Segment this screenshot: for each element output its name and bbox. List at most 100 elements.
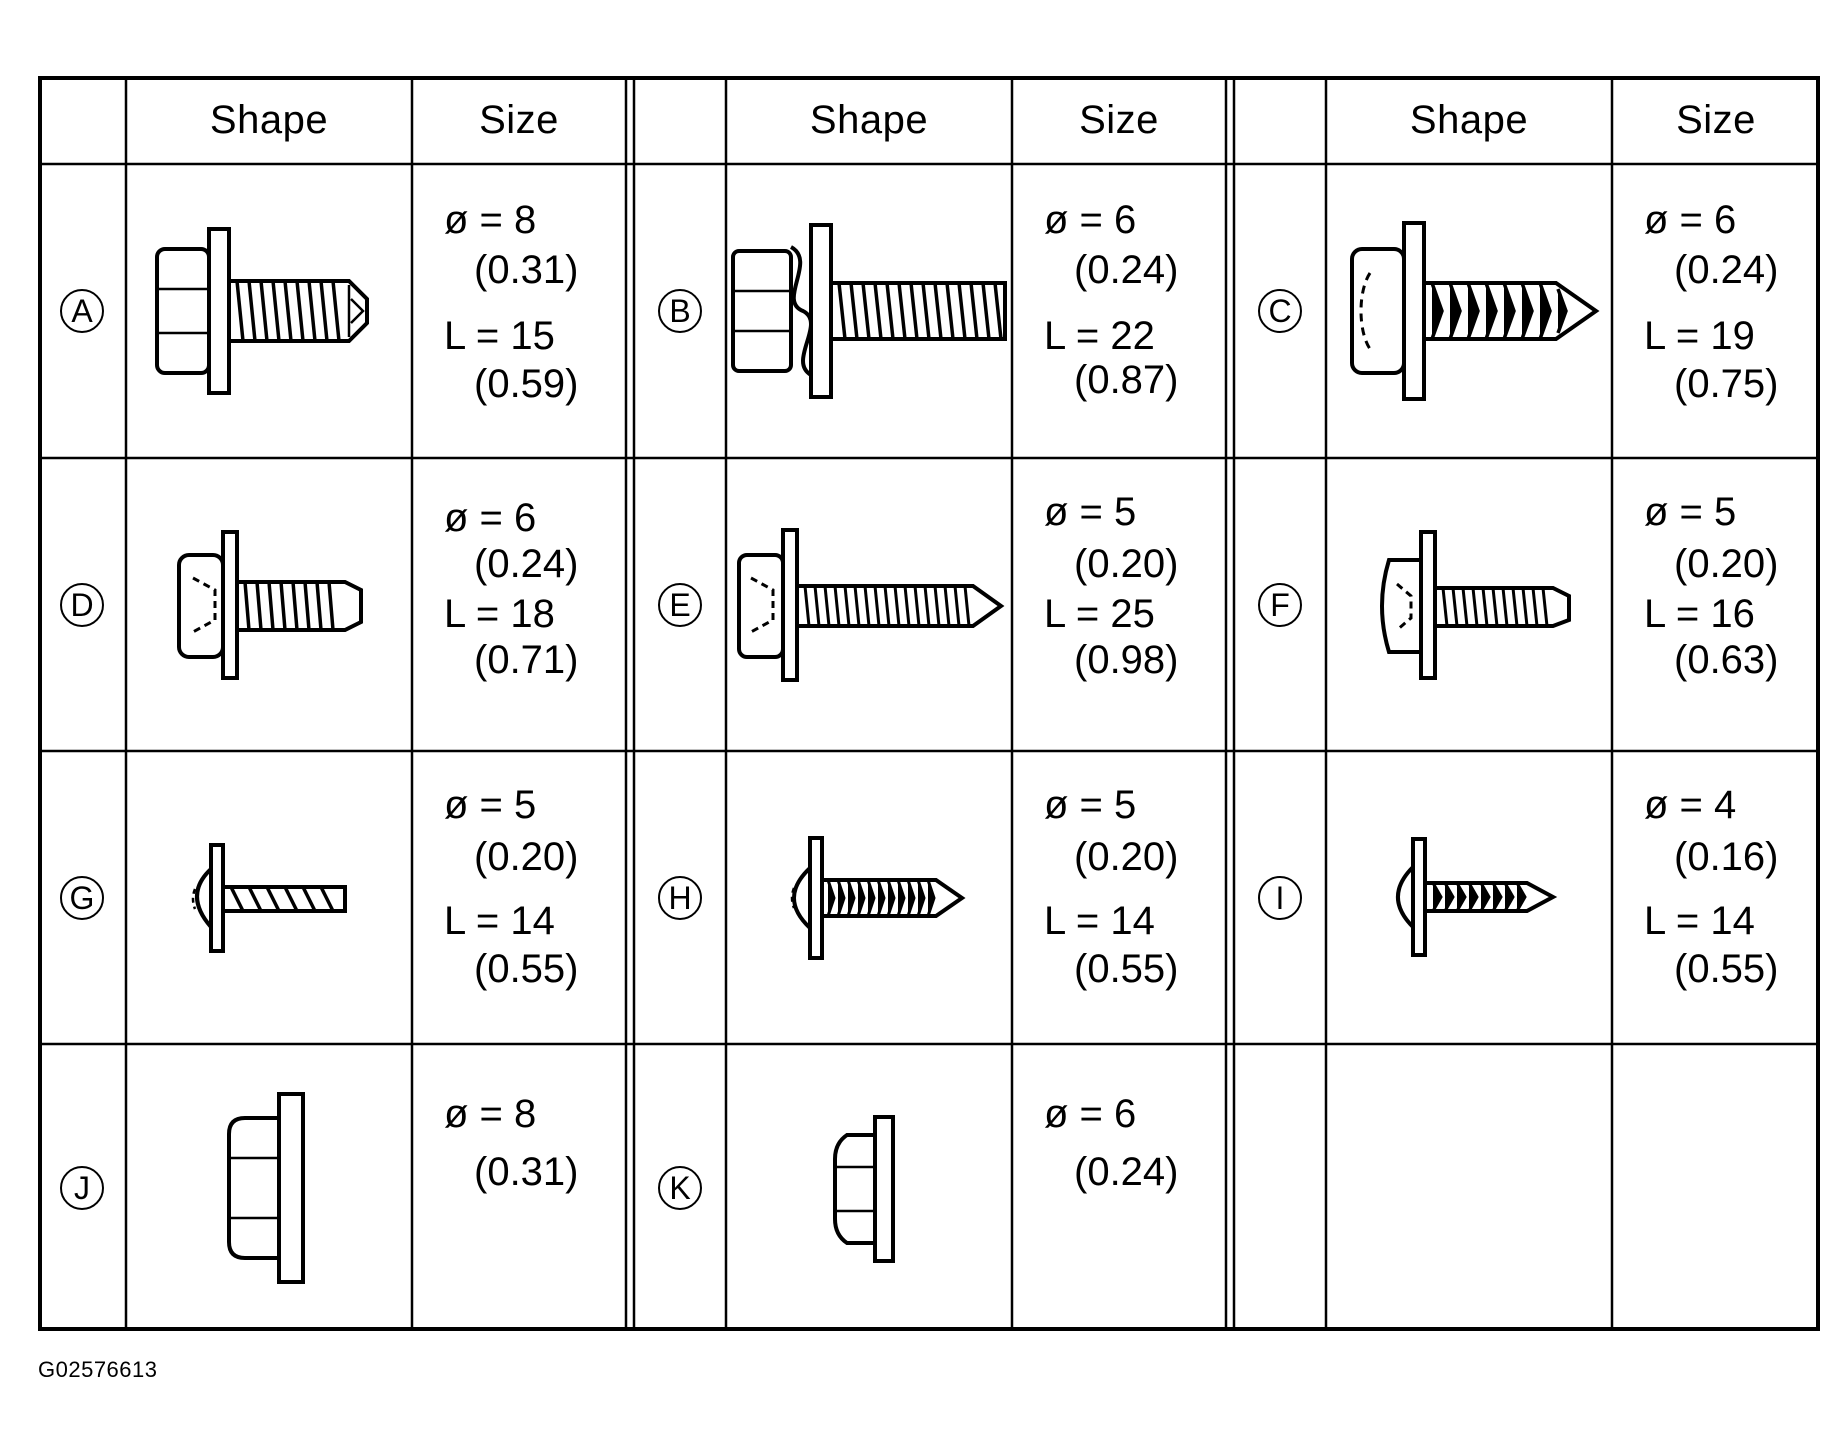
diameter-in: (0.24) [1074, 1150, 1179, 1194]
letter-cell-e: E [634, 458, 726, 751]
length-mm: L = 18 [444, 592, 555, 636]
size-cell-c: ø = 6 (0.24) L = 19 (0.75) [1612, 164, 1820, 458]
length-mm: L = 15 [444, 314, 555, 358]
flange-bolt-dog-point-icon [155, 227, 369, 395]
length-in: (0.55) [474, 947, 579, 991]
letter-a-label: A [60, 289, 104, 333]
size-cell-k: ø = 6 (0.24) [1012, 1044, 1226, 1331]
letter-c-label: C [1258, 289, 1302, 333]
header-size-1: Size [479, 97, 559, 142]
diameter-in: (0.24) [1674, 248, 1779, 292]
header-size-2: Size [1079, 97, 1159, 142]
letter-cell-f: F [1234, 458, 1326, 751]
letter-j-label: J [60, 1165, 104, 1210]
shape-cell-d [126, 458, 412, 751]
letter-cell-k: K [634, 1044, 726, 1331]
diameter-in: (0.24) [1074, 248, 1179, 292]
table-grid [38, 76, 1820, 1331]
diameter-in: (0.31) [474, 1150, 579, 1194]
length-in: (0.55) [1074, 947, 1179, 991]
letter-cell-j: J [38, 1044, 126, 1331]
diameter-mm: ø = 4 [1644, 783, 1737, 827]
washer-head-bolt-icon [177, 529, 363, 680]
length-mm: L = 14 [1644, 899, 1755, 943]
length-in: (0.55) [1674, 947, 1779, 991]
length-in: (0.75) [1674, 362, 1779, 406]
length-mm: L = 14 [1044, 899, 1155, 943]
diameter-mm: ø = 6 [1044, 198, 1137, 242]
letter-cell-g: G [38, 751, 126, 1044]
length-in: (0.98) [1074, 638, 1179, 682]
letter-e-label: E [658, 582, 702, 627]
fastener-table: Shape Size Shape Size Shape Size A [38, 76, 1820, 1331]
flange-nut-icon [227, 1091, 305, 1284]
pan-head-coarse-screw-icon [191, 842, 347, 953]
header-size-3: Size [1676, 97, 1756, 142]
size-cell-j: ø = 8 (0.31) [412, 1044, 626, 1331]
letter-k-label: K [658, 1165, 702, 1210]
shape-cell-f [1326, 458, 1612, 751]
shape-cell-g [126, 751, 412, 1044]
header-shape-2: Shape [809, 97, 929, 142]
diameter-mm: ø = 5 [444, 783, 537, 827]
figure-code: G02576613 [38, 1357, 158, 1382]
diameter-mm: ø = 6 [1644, 198, 1737, 242]
letter-cell-c: C [1234, 164, 1326, 458]
washer-head-screw-icon [1380, 529, 1571, 680]
shape-cell-b [726, 164, 1012, 458]
size-cell-f: ø = 5 (0.20) L = 16 (0.63) [1612, 458, 1820, 751]
diameter-in: (0.31) [474, 248, 579, 292]
length-mm: L = 16 [1644, 592, 1755, 636]
diameter-in: (0.16) [1674, 835, 1779, 879]
hex-washer-tapping-screw-icon [737, 527, 1005, 682]
length-mm: L = 19 [1644, 314, 1755, 358]
size-cell-a: ø = 8 (0.31) L = 15 (0.59) [412, 164, 626, 458]
washer-head-tapping-screw-icon [1350, 221, 1600, 401]
diameter-in: (0.24) [474, 542, 579, 586]
diameter-mm: ø = 5 [1044, 490, 1137, 534]
length-mm: L = 25 [1044, 592, 1155, 636]
diameter-mm: ø = 6 [444, 496, 537, 540]
letter-cell-i: I [1234, 751, 1326, 1044]
length-mm: L = 14 [444, 899, 555, 943]
header-shape-1: Shape [209, 97, 329, 142]
shape-cell-k [726, 1044, 1012, 1331]
size-cell-h: ø = 5 (0.20) L = 14 (0.55) [1012, 751, 1226, 1044]
size-cell-e: ø = 5 (0.20) L = 25 (0.98) [1012, 458, 1226, 751]
diameter-in: (0.20) [1074, 542, 1179, 586]
diameter-in: (0.20) [474, 835, 579, 879]
size-cell-i: ø = 4 (0.16) L = 14 (0.55) [1612, 751, 1820, 1044]
diameter-mm: ø = 6 [1044, 1092, 1137, 1136]
shape-cell-c [1326, 164, 1612, 458]
letter-i-label: I [1258, 875, 1302, 920]
small-flange-nut-icon [833, 1114, 895, 1263]
diameter-mm: ø = 5 [1044, 783, 1137, 827]
length-in: (0.87) [1074, 358, 1179, 402]
letter-cell-a: A [38, 164, 126, 458]
length-in: (0.59) [474, 362, 579, 406]
header-shape-3: Shape [1409, 97, 1529, 142]
pan-head-small-screw-icon [1396, 836, 1558, 957]
length-mm: L = 22 [1044, 314, 1155, 358]
letter-cell-b: B [634, 164, 726, 458]
diameter-mm: ø = 8 [444, 198, 537, 242]
diameter-mm: ø = 8 [444, 1092, 537, 1136]
length-in: (0.63) [1674, 638, 1779, 682]
diameter-in: (0.20) [1074, 835, 1179, 879]
diameter-in: (0.20) [1674, 542, 1779, 586]
size-cell-g: ø = 5 (0.20) L = 14 (0.55) [412, 751, 626, 1044]
shape-cell-e [726, 458, 1012, 751]
shape-cell-a [126, 164, 412, 458]
diameter-mm: ø = 5 [1644, 490, 1737, 534]
letter-h-label: H [658, 875, 702, 920]
letter-cell-d: D [38, 458, 126, 751]
letter-g-label: G [60, 875, 104, 920]
size-cell-d: ø = 6 (0.24) L = 18 (0.71) [412, 458, 626, 751]
letter-cell-h: H [634, 751, 726, 1044]
shape-cell-j [126, 1044, 412, 1331]
length-in: (0.71) [474, 638, 579, 682]
letter-d-label: D [60, 582, 104, 627]
shape-cell-h [726, 751, 1012, 1044]
shape-cell-i [1326, 751, 1612, 1044]
letter-f-label: F [1258, 582, 1302, 627]
